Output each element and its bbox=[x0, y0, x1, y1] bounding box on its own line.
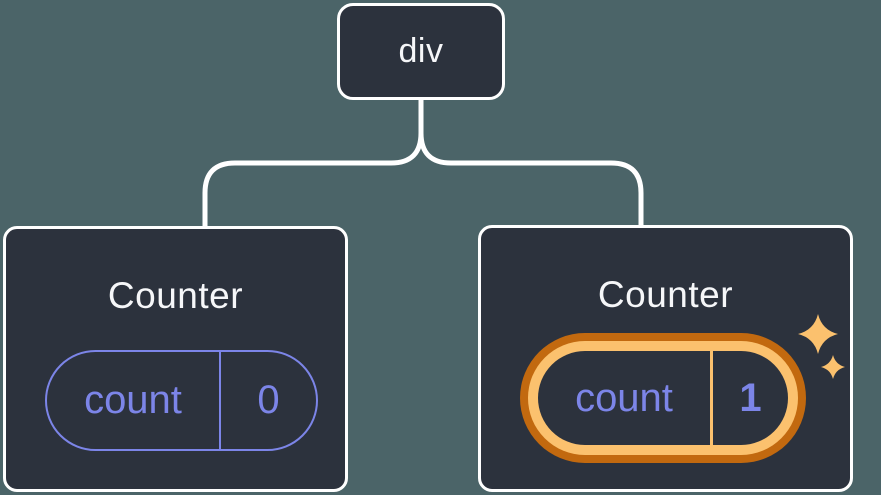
pill-divider bbox=[710, 351, 713, 445]
state-key-cell: count bbox=[538, 351, 710, 445]
state-value-cell: 0 bbox=[221, 352, 316, 449]
state-value-label: 0 bbox=[257, 378, 280, 422]
state-pill: count 1 bbox=[538, 351, 788, 445]
pill-divider bbox=[219, 352, 221, 449]
counter-title: Counter bbox=[597, 274, 734, 315]
counter-title: Counter bbox=[107, 275, 244, 316]
root-node-label: div bbox=[398, 32, 444, 70]
connector-right-branch bbox=[418, 97, 644, 229]
state-key-label: count bbox=[575, 375, 673, 420]
state-value-label: 1 bbox=[739, 375, 762, 420]
state-key-label: count bbox=[84, 378, 182, 422]
state-key-cell: count bbox=[47, 352, 219, 449]
connector-left-branch bbox=[202, 97, 424, 229]
counter-card-left: Counter count 0 bbox=[3, 226, 348, 492]
state-pill-highlight-ring: count 1 bbox=[520, 333, 806, 463]
counter-card-right: Counter count 1 bbox=[478, 225, 853, 492]
state-value-cell: 1 bbox=[713, 351, 788, 445]
state-pill: count 0 bbox=[45, 350, 318, 451]
root-node-div: div bbox=[337, 3, 505, 100]
state-pill-highlight-ring-inner: count 1 bbox=[528, 341, 798, 455]
